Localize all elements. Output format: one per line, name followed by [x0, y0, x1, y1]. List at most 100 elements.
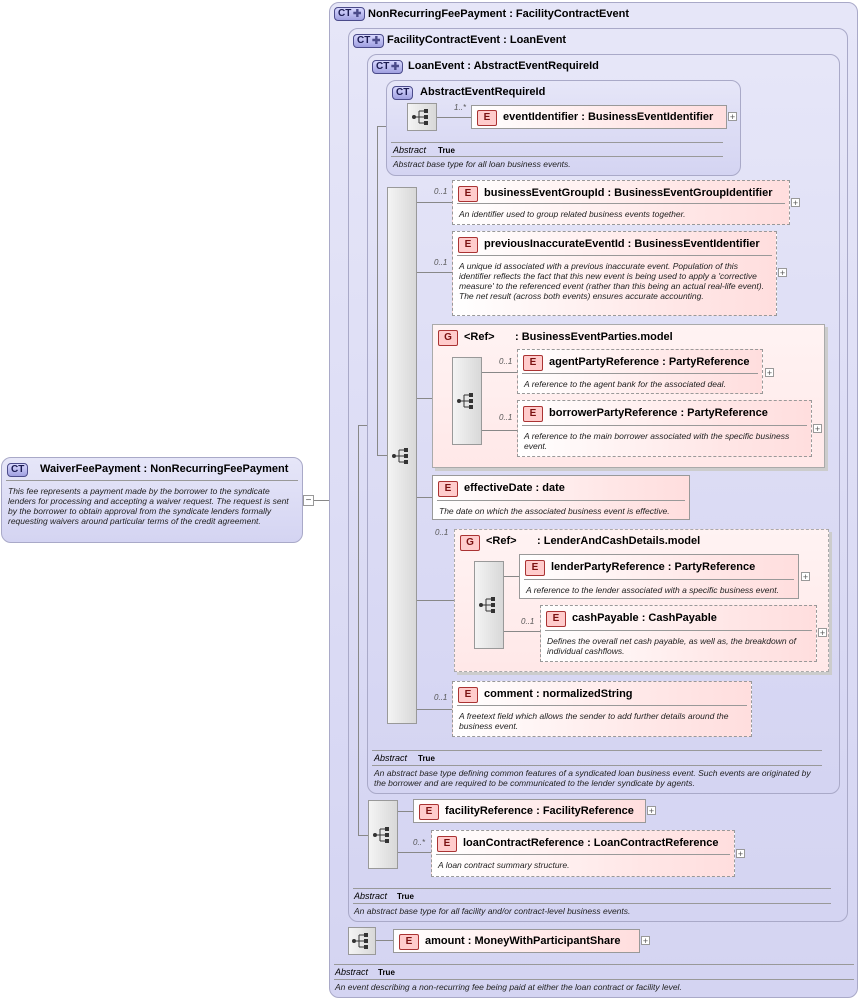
element-badge: E — [523, 355, 543, 371]
lender-party-reference-element[interactable]: E lenderPartyReference : PartyReference … — [519, 554, 799, 599]
connector-line — [417, 600, 455, 601]
expand-toggle[interactable]: + — [778, 268, 787, 278]
separator — [545, 630, 812, 631]
element-badge: E — [523, 406, 543, 422]
connector-line — [417, 272, 453, 273]
sequence-icon — [457, 393, 473, 409]
element-description: Defines the overall net cash payable, as… — [547, 636, 797, 656]
cardinality: 1..* — [454, 103, 467, 112]
separator — [522, 373, 758, 374]
cardinality: 0..1 — [521, 617, 535, 626]
connector-line — [504, 576, 520, 577]
facility-reference-element[interactable]: E facilityReference : FacilityReference — [413, 799, 646, 823]
connector-line — [482, 430, 518, 431]
type-description: An abstract base type defining common fe… — [374, 768, 811, 788]
element-badge: E — [477, 110, 497, 126]
expand-toggle[interactable]: + — [801, 572, 810, 582]
connector-line — [417, 497, 433, 498]
agent-party-reference-element[interactable]: E agentPartyReference : PartyReference A… — [517, 349, 763, 394]
connector-line — [417, 398, 433, 399]
connector-line — [358, 835, 368, 836]
element-description: The date on which the associated busines… — [439, 506, 670, 516]
element-title: borrowerPartyReference : PartyReference — [549, 407, 768, 419]
group-badge: G — [460, 535, 480, 551]
element-badge: E — [546, 611, 566, 627]
separator — [437, 500, 685, 501]
element-badge: E — [399, 934, 419, 950]
amount-element[interactable]: E amount : MoneyWithParticipantShare — [393, 929, 640, 953]
element-title: loanContractReference : LoanContractRefe… — [463, 837, 719, 849]
cardinality: 0..* — [413, 838, 426, 847]
expand-toggle[interactable]: + — [813, 424, 822, 434]
separator — [334, 964, 854, 965]
separator — [391, 142, 723, 143]
sequence-icon — [373, 827, 389, 843]
complex-type-badge: CT — [392, 86, 414, 100]
loan-contract-reference-element[interactable]: E loanContractReference : LoanContractRe… — [431, 830, 735, 877]
connector-line — [437, 117, 472, 118]
type-title: FacilityContractEvent : LoanEvent — [387, 34, 567, 46]
expand-toggle[interactable]: + — [728, 112, 737, 122]
separator — [524, 579, 794, 580]
element-description: A unique id associated with a previous i… — [459, 261, 764, 301]
separator — [353, 888, 831, 889]
connector-line — [358, 425, 368, 426]
abstract-value: True — [378, 968, 395, 977]
element-description: A freetext field which allows the sender… — [459, 711, 729, 731]
type-description: An abstract base type for all facility a… — [354, 906, 631, 916]
complex-type-badge: CT — [334, 7, 366, 21]
sequence-icon — [479, 597, 495, 613]
expand-toggle[interactable]: + — [736, 849, 745, 859]
abstract-label: Abstract — [393, 145, 427, 155]
business-event-group-id-element[interactable]: E businessEventGroupId : BusinessEventGr… — [452, 180, 790, 225]
element-badge: E — [458, 687, 478, 703]
complex-type-badge: CT — [353, 34, 385, 48]
connector-line — [482, 372, 518, 373]
type-title: WaiverFeePayment : NonRecurringFeePaymen… — [40, 463, 289, 475]
separator — [334, 979, 854, 980]
complex-type-badge: CT — [7, 463, 29, 477]
separator — [522, 425, 807, 426]
element-title: businessEventGroupId : BusinessEventGrou… — [484, 187, 773, 199]
element-description: An identifier used to group related busi… — [459, 209, 686, 219]
connector-line — [377, 126, 378, 456]
expand-toggle[interactable]: + — [791, 198, 800, 208]
type-description: An event describing a non-recurring fee … — [335, 982, 682, 992]
connector-line — [398, 852, 432, 853]
expand-toggle[interactable]: + — [765, 368, 774, 378]
previous-inaccurate-event-id-element[interactable]: E previousInaccurateEventId : BusinessEv… — [452, 231, 777, 316]
abstract-value: True — [418, 754, 435, 763]
sequence-icon — [352, 933, 368, 949]
group-badge: G — [438, 330, 458, 346]
root-expander[interactable]: − — [303, 495, 314, 506]
expand-toggle[interactable]: + — [641, 936, 650, 946]
separator — [391, 156, 723, 157]
element-title: lenderPartyReference : PartyReference — [551, 561, 756, 573]
separator — [372, 750, 822, 751]
element-badge: E — [438, 481, 458, 497]
effective-date-element[interactable]: E effectiveDate : date The date on which… — [432, 475, 690, 520]
cardinality: 0..1 — [435, 528, 449, 537]
abstract-label: Abstract — [374, 753, 408, 763]
element-title: comment : normalizedString — [484, 688, 633, 700]
comment-element[interactable]: E comment : normalizedString A freetext … — [452, 681, 752, 737]
abstract-label: Abstract — [335, 967, 369, 977]
element-title: amount : MoneyWithParticipantShare — [425, 935, 621, 947]
expand-toggle[interactable]: + — [818, 628, 827, 638]
waiver-fee-payment-type[interactable]: CT WaiverFeePayment : NonRecurringFeePay… — [1, 457, 303, 543]
group-ref: <Ref> — [464, 331, 495, 343]
element-description: A reference to the main borrower associa… — [524, 431, 790, 451]
sequence-compositor[interactable] — [368, 800, 398, 869]
type-description: Abstract base type for all loan business… — [393, 159, 571, 169]
separator — [457, 705, 747, 706]
abstract-label: Abstract — [354, 891, 388, 901]
expand-toggle[interactable]: + — [647, 806, 656, 816]
cash-payable-element[interactable]: E cashPayable : CashPayable Defines the … — [540, 605, 817, 662]
event-identifier-element[interactable]: E eventIdentifier : BusinessEventIdentif… — [471, 105, 727, 129]
element-badge: E — [525, 560, 545, 576]
cardinality: 0..1 — [499, 413, 513, 422]
group-title: : LenderAndCashDetails.model — [537, 535, 701, 547]
element-badge: E — [458, 237, 478, 253]
connector-line — [358, 425, 359, 835]
borrower-party-reference-element[interactable]: E borrowerPartyReference : PartyReferenc… — [517, 400, 812, 457]
